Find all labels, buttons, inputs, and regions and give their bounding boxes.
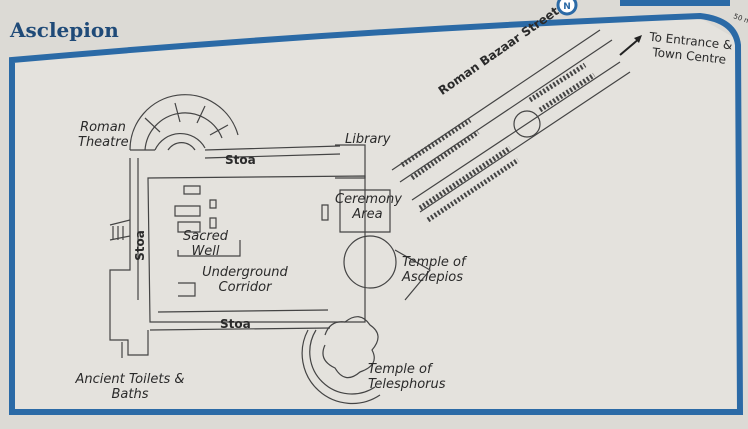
label-temple-asclepios: Temple of Asclepios bbox=[402, 255, 466, 285]
site-plan bbox=[109, 29, 631, 405]
label-ancient-toilets: Ancient Toilets & Baths bbox=[75, 372, 185, 402]
map-title: Asclepion bbox=[10, 18, 119, 42]
library bbox=[335, 144, 366, 179]
theatre bbox=[129, 94, 239, 151]
label-underground-corridor: Underground Corridor bbox=[202, 265, 288, 295]
label-roman-theatre: Roman Theatre bbox=[78, 120, 129, 150]
south-stoa bbox=[149, 309, 331, 331]
entrance-arrow-icon bbox=[619, 35, 642, 56]
map-paper bbox=[12, 18, 740, 412]
label-library: Library bbox=[345, 132, 391, 147]
label-stoa-west: Stoa bbox=[132, 230, 147, 261]
west-stoa bbox=[109, 158, 149, 356]
temple-asclepios bbox=[343, 235, 397, 289]
telesphorus bbox=[301, 316, 381, 405]
north-compass bbox=[556, 0, 730, 16]
label-temple-telesphorus: Temple of Telesphorus bbox=[368, 362, 446, 392]
ceremony-area bbox=[321, 189, 391, 233]
label-sacred-well: Sacred Well bbox=[183, 229, 228, 259]
roman-bazaar-street bbox=[391, 29, 631, 213]
north-stoa bbox=[130, 145, 341, 159]
map-frame bbox=[9, 12, 744, 415]
label-ceremony-area: Ceremony Area bbox=[335, 192, 402, 222]
label-stoa-north: Stoa bbox=[225, 153, 256, 167]
compass-label: N bbox=[563, 2, 571, 12]
label-stoa-south: Stoa bbox=[220, 317, 251, 331]
courtyard bbox=[147, 175, 366, 323]
